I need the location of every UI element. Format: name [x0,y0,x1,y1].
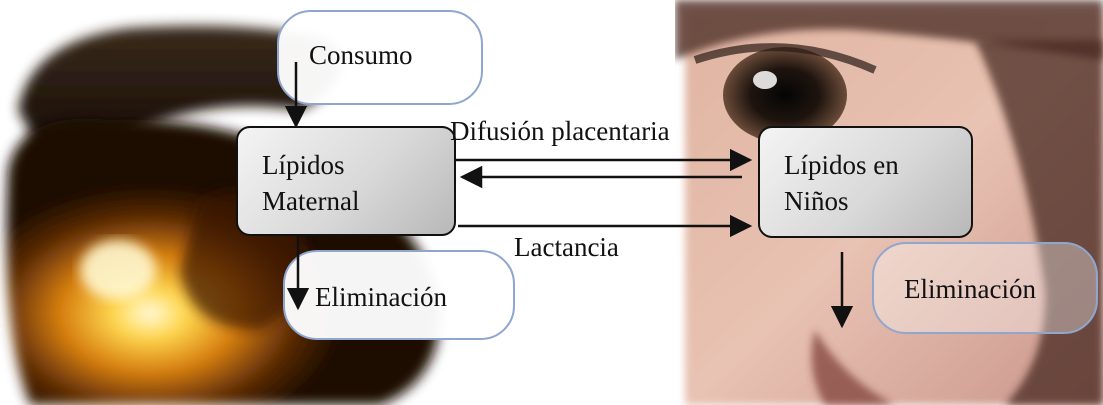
lactancia-label: Lactancia [514,232,619,263]
difusion-label: Difusión placentaria [450,116,670,147]
lipidos-ninos-node: Lípidos en Niños [758,126,973,238]
maternal-line1: Lípidos [262,148,345,182]
ninos-line1: Lípidos en [784,148,899,182]
maternal-line2: Maternal [262,184,359,218]
lipidos-maternal-node: Lípidos Maternal [236,126,456,236]
ninos-line2: Niños [784,184,849,218]
